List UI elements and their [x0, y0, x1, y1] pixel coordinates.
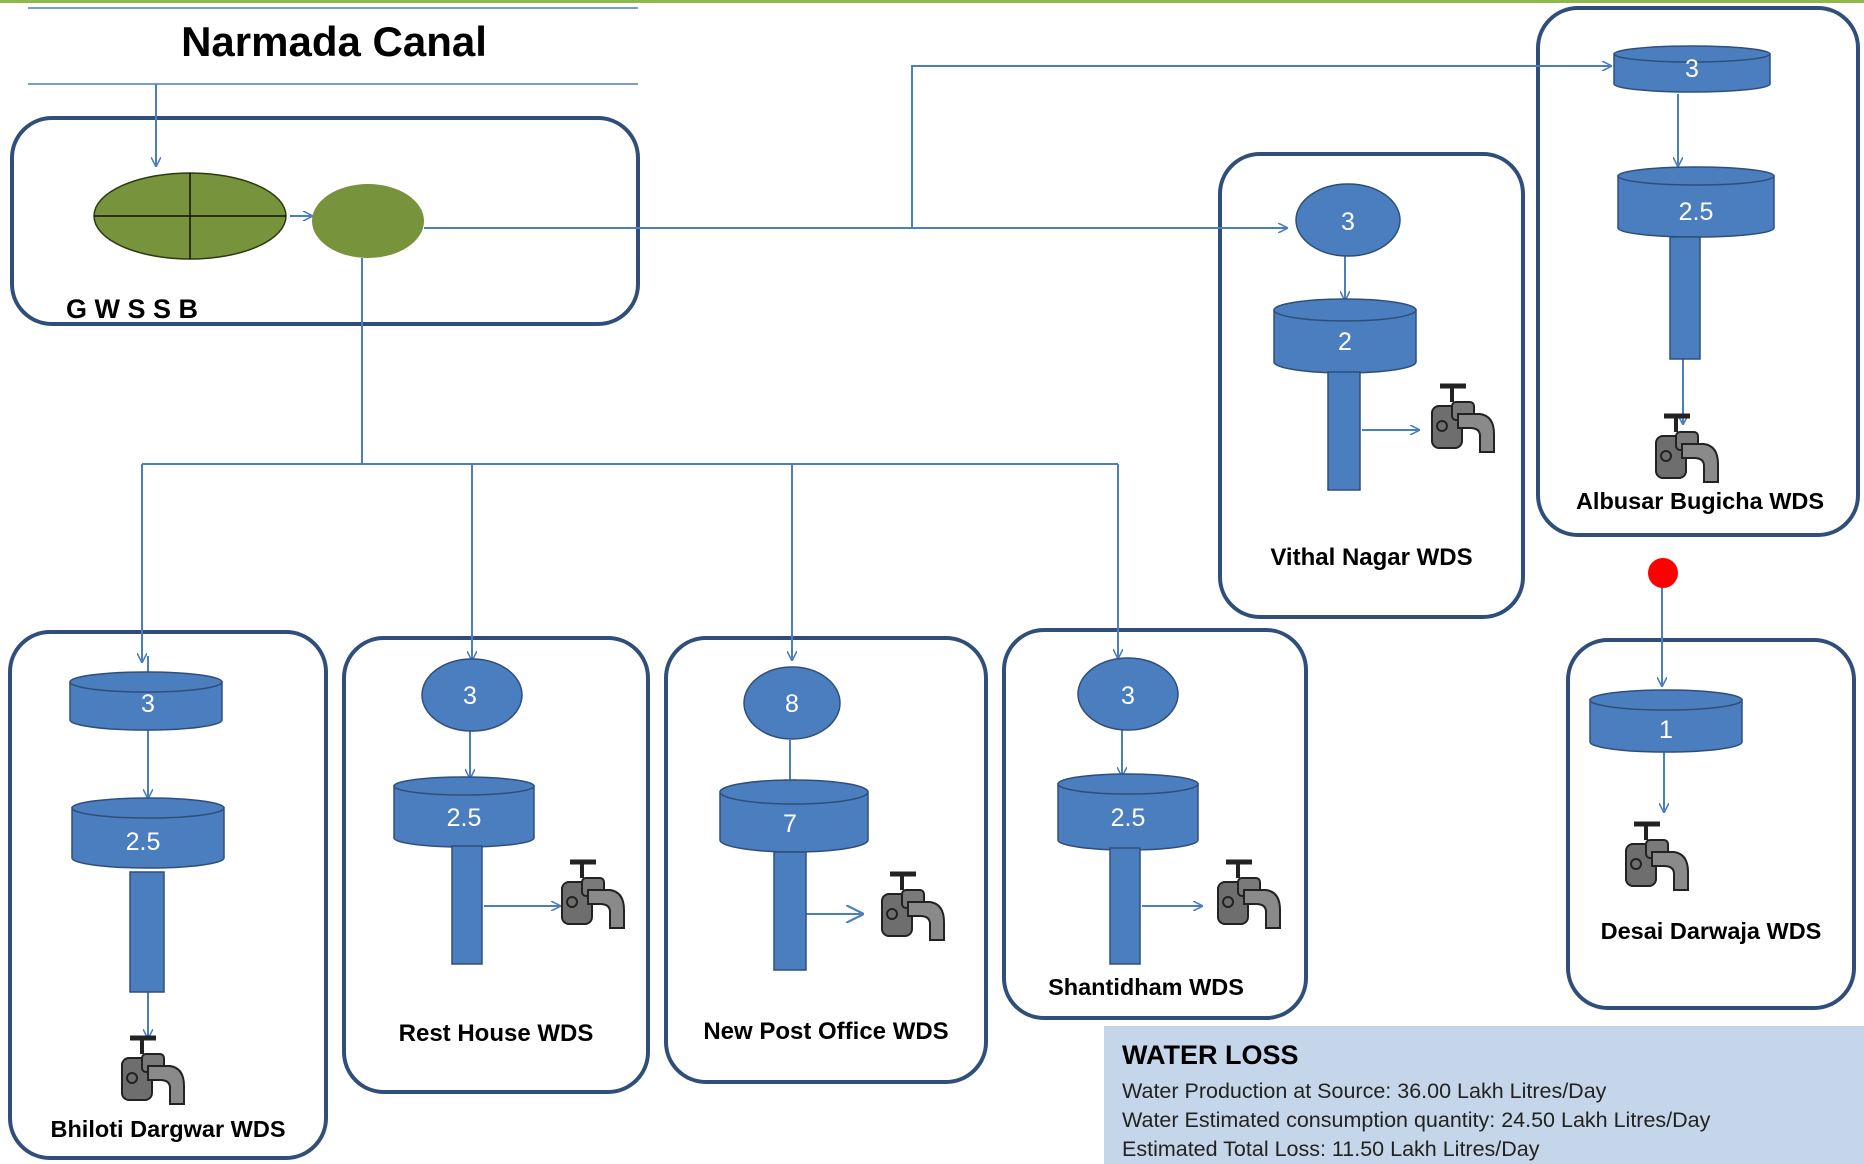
page-title: Narmada Canal — [181, 18, 487, 65]
shantidham-source-value: 3 — [1121, 682, 1135, 710]
albusar-upper-value: 3 — [1685, 55, 1699, 83]
vithal-source-ellipse — [1295, 183, 1401, 257]
post-office-standpipe — [773, 851, 807, 971]
bhiloti-upper-tank — [69, 681, 223, 731]
water-production-line: Water Production at Source: 36.00 Lakh L… — [1122, 1079, 1607, 1103]
vithal-label: Vithal Nagar WDS — [1270, 544, 1473, 571]
desai-tank-value: 1 — [1659, 716, 1673, 744]
pipelines — [142, 66, 1683, 1038]
desai-tap-icon — [1626, 824, 1688, 890]
source-label: G W S S B — [66, 294, 199, 324]
post-office-source-value: 8 — [785, 690, 799, 718]
tanks — [69, 45, 1775, 993]
albusar-label: Albusar Bugicha WDS — [1575, 488, 1825, 514]
source-treatment — [93, 172, 424, 260]
shantidham-source-ellipse — [1077, 657, 1179, 731]
desai-box — [1566, 638, 1856, 1010]
bhiloti-label: Bhiloti Dargwar WDS — [50, 1116, 286, 1142]
rest-house-standpipe — [451, 845, 483, 965]
station-boxes — [8, 6, 1860, 1160]
post-office-box — [664, 636, 988, 1084]
water-loss-panel: WATER LOSS Water Production at Source: 3… — [1104, 1026, 1864, 1164]
shantidham-tap-icon — [1218, 862, 1280, 928]
gwssb-box — [10, 116, 640, 326]
water-loss-heading: WATER LOSS — [1122, 1040, 1299, 1070]
desai-tank — [1589, 699, 1743, 753]
post-office-source-ellipse — [743, 666, 841, 740]
rest-house-source-value: 3 — [463, 682, 477, 710]
post-office-tap-icon — [882, 874, 944, 940]
top-accent-bar — [0, 0, 1864, 3]
shantidham-tank-value: 2.5 — [1111, 804, 1146, 832]
albusar-standpipe — [1669, 236, 1701, 360]
rest-house-source-ellipse — [421, 658, 523, 732]
bhiloti-lower-tank — [71, 807, 225, 869]
albusar-box — [1536, 6, 1860, 537]
albusar-lower-value: 2.5 — [1679, 198, 1714, 226]
vithal-box — [1218, 152, 1525, 619]
post-office-label: New Post Office WDS — [703, 1018, 949, 1045]
vithal-source-value: 3 — [1341, 208, 1355, 236]
shantidham-label: Shantidham WDS — [1048, 974, 1244, 1000]
bhiloti-standpipe — [129, 871, 165, 993]
rest-house-box — [342, 636, 650, 1094]
shantidham-standpipe — [1109, 847, 1141, 965]
bhiloti-lower-value: 2.5 — [126, 828, 161, 856]
vithal-standpipe — [1327, 371, 1361, 491]
bhiloti-tap-icon — [122, 1038, 184, 1104]
albusar-tap-icon — [1656, 416, 1718, 482]
bhiloti-box — [8, 630, 328, 1160]
desai-label: Desai Darwaja WDS — [1600, 918, 1822, 944]
vithal-tank-value: 2 — [1338, 328, 1352, 356]
capacity-values: 3 2 3 2.5 3 2.5 3 2.5 8 7 3 2.5 1 — [126, 55, 1714, 856]
bhiloti-upper-value: 3 — [141, 690, 155, 718]
rest-house-label: Rest House WDS — [398, 1020, 594, 1047]
rest-house-tank-value: 2.5 — [447, 804, 482, 832]
alert-dot — [1648, 558, 1678, 588]
water-total-loss-line: Estimated Total Loss: 11.50 Lakh Litres/… — [1122, 1137, 1540, 1161]
vithal-tap-icon — [1432, 386, 1494, 452]
water-consumption-line: Water Estimated consumption quantity: 24… — [1122, 1108, 1711, 1132]
albusar-upper-tank — [1613, 53, 1771, 93]
sump-ellipse — [312, 184, 424, 258]
shantidham-box — [1002, 628, 1308, 1020]
rest-house-tap-icon — [562, 862, 624, 928]
post-office-tank-value: 7 — [783, 810, 797, 838]
